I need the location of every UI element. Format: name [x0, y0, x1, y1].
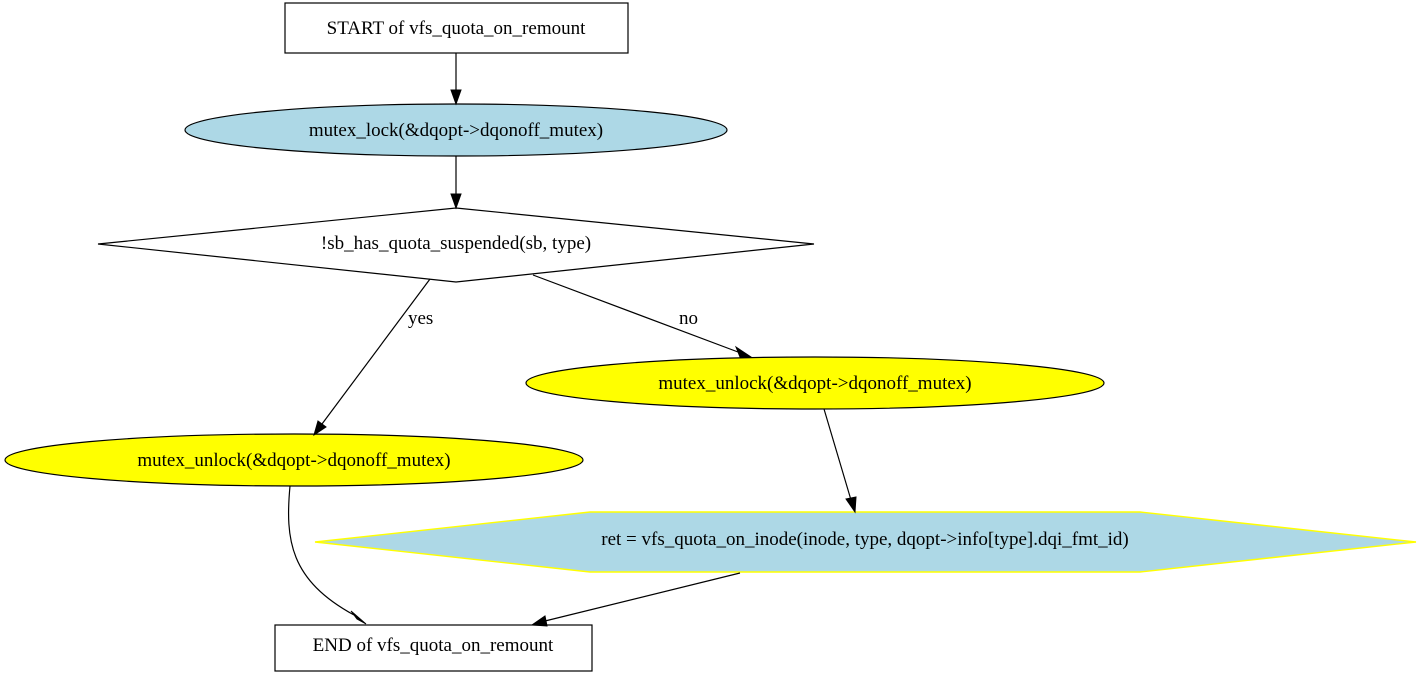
quota-on-inode-node: ret = vfs_quota_on_inode(inode, type, dq… — [314, 511, 1417, 573]
edge-unlock-yes-to-end — [287, 485, 355, 616]
mutex-unlock-no-label: mutex_unlock(&dqopt->dqonoff_mutex) — [658, 373, 971, 394]
mutex-unlock-yes-label: mutex_unlock(&dqopt->dqonoff_mutex) — [137, 450, 450, 471]
end-node: END of vfs_quota_on_remount — [274, 624, 593, 672]
mutex-lock-label: mutex_lock(&dqopt->dqonoff_mutex) — [309, 120, 603, 141]
mutex-unlock-yes-ellipse — [4, 433, 584, 487]
mutex-unlock-no-node: mutex_unlock(&dqopt->dqonoff_mutex) — [525, 356, 1105, 410]
mutex-unlock-no-ellipse — [525, 356, 1105, 410]
edge-unlock-no-to-quota-on — [823, 408, 852, 501]
edge-quota-on-to-end — [544, 572, 741, 622]
decision-node: !sb_has_quota_suspended(sb, type) — [97, 207, 815, 283]
edge-label-yes: yes — [408, 308, 433, 329]
start-label: START of vfs_quota_on_remount — [327, 18, 586, 39]
arrowhead-start-to-lock — [450, 89, 462, 106]
start-box — [284, 2, 629, 54]
quota-on-inode-label: ret = vfs_quota_on_inode(inode, type, dq… — [601, 529, 1128, 550]
arrowhead-lock-to-decision — [450, 193, 462, 210]
quota-on-inode-hexagon — [314, 511, 1417, 573]
mutex-unlock-yes-node: mutex_unlock(&dqopt->dqonoff_mutex) — [4, 433, 584, 487]
arrowhead-decision-to-unlock-yes — [313, 420, 327, 437]
edges: yes no — [287, 53, 857, 627]
mutex-lock-node: mutex_lock(&dqopt->dqonoff_mutex) — [184, 103, 728, 157]
edge-decision-to-unlock-yes — [321, 278, 431, 425]
edge-label-no: no — [679, 308, 698, 329]
decision-label: !sb_has_quota_suspended(sb, type) — [321, 233, 591, 254]
arrowhead-unlock-yes-to-end — [350, 610, 367, 625]
end-box — [274, 624, 593, 672]
decision-diamond — [97, 207, 815, 283]
end-label: END of vfs_quota_on_remount — [313, 635, 554, 656]
arrowhead-decision-to-unlock-no — [734, 345, 753, 358]
start-node: START of vfs_quota_on_remount — [284, 2, 629, 54]
edge-decision-to-unlock-no — [532, 274, 739, 353]
arrowhead-unlock-no-to-quota-on — [845, 496, 857, 514]
arrowhead-quota-on-to-end — [530, 615, 548, 627]
